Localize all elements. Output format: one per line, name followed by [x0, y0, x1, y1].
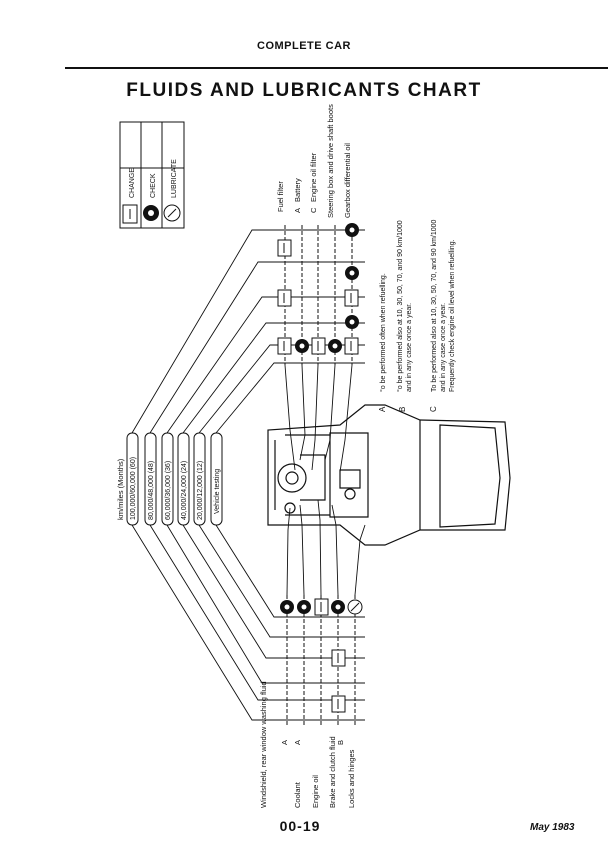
- change-icon: [277, 337, 292, 355]
- change-icon: [344, 337, 359, 355]
- page-number: 00-19: [279, 818, 321, 834]
- notes: A °o be performed often when refuelling.…: [378, 220, 456, 412]
- check-icon: [143, 205, 159, 221]
- header-rule: [65, 67, 608, 69]
- mark-brake-clutch-fluid: B: [336, 740, 345, 745]
- change-icon: [331, 649, 346, 667]
- check-icon: [331, 600, 345, 614]
- section-title: COMPLETE CAR: [257, 40, 351, 52]
- interval-heading: km/miles (Months): [116, 458, 125, 520]
- note-mark-b: B: [398, 407, 407, 412]
- note-c-line-1: To be performed also at 10, 30, 50, 70, …: [431, 220, 438, 392]
- note-c-line-3: Frequently check engine oil level when r…: [449, 239, 456, 392]
- interval-40000: 40,000/24,000 (24): [181, 461, 188, 520]
- interval-lines-lower: [131, 524, 365, 721]
- note-mark-c: C: [429, 406, 438, 412]
- label-washing-fluid: Windshield, rear window washing fluid: [259, 681, 268, 808]
- change-icon: [314, 598, 329, 616]
- label-engine-oil: Engine oil: [311, 775, 320, 808]
- leader-lines-top: [284, 364, 353, 473]
- check-icon: [328, 339, 342, 353]
- chart-title: FLUIDS AND LUBRICANTS CHART: [126, 80, 482, 101]
- label-fuel-filter: Fuel filter: [276, 181, 285, 212]
- label-battery: Battery: [293, 178, 302, 202]
- interval-20000: 20,000/12,000 (12): [197, 461, 204, 520]
- legend-box: CHANGE CHECK LUBRICATE: [119, 121, 185, 229]
- mark-battery: A: [293, 208, 302, 213]
- label-steering-box: Steering box and drive shaft boots: [326, 104, 335, 218]
- change-icon: [277, 289, 292, 307]
- legend-label-lubricate: LUBRICATE: [171, 159, 178, 198]
- leader-lines-bottom: [286, 499, 366, 596]
- car-outline: [267, 404, 511, 546]
- lubricate-icon: [347, 599, 363, 615]
- mark-washing-fluid: A: [280, 740, 289, 745]
- check-icon: [297, 600, 311, 614]
- legend-label-check: CHECK: [150, 173, 157, 198]
- interval-80000: 80,000/48,000 (48): [148, 461, 155, 520]
- interval-60000: 60,000/36,000 (36): [165, 461, 172, 520]
- interval-lines-upper: [131, 229, 365, 434]
- check-icon: [345, 315, 359, 329]
- label-brake-clutch-fluid: Brake and clutch fluid: [328, 736, 337, 808]
- publication-date: May 1983: [530, 822, 575, 833]
- mark-engine-oil-filter: C: [309, 207, 318, 213]
- note-mark-a: A: [378, 406, 387, 412]
- check-icon: [295, 339, 309, 353]
- change-icon: [277, 239, 292, 257]
- bottom-service-symbols: [280, 598, 363, 713]
- change-icon: [344, 289, 359, 307]
- check-icon: [280, 600, 294, 614]
- interval-100000: 100,000/60,000 (60): [130, 457, 137, 520]
- label-engine-oil-filter: Engine oil filter: [309, 152, 318, 202]
- check-icon: [345, 266, 359, 280]
- change-icon: [331, 695, 346, 713]
- note-b-line-2: and in any case once a year.: [406, 303, 413, 392]
- interval-vehicle-testing: Vehicle testing: [214, 469, 221, 514]
- legend-label-change: CHANGE: [129, 168, 136, 198]
- lubricate-icon: [163, 204, 181, 222]
- check-icon: [345, 223, 359, 237]
- change-icon: [311, 337, 326, 355]
- note-b-line-1: °o be performed also at 10, 30, 50, 70, …: [396, 220, 404, 392]
- note-c-line-2: and in any case once a year.: [440, 303, 447, 392]
- note-a-line-1: °o be performed often when refuelling.: [379, 273, 387, 392]
- mark-coolant: A: [293, 740, 302, 745]
- label-coolant: Coolant: [293, 781, 302, 808]
- change-icon: [122, 204, 138, 224]
- interval-boxes: [126, 432, 223, 526]
- label-gearbox-oil: Gearbox differential oil: [343, 143, 352, 218]
- top-service-symbols: [277, 223, 359, 355]
- label-locks-hinges: Locks and hinges: [347, 749, 356, 808]
